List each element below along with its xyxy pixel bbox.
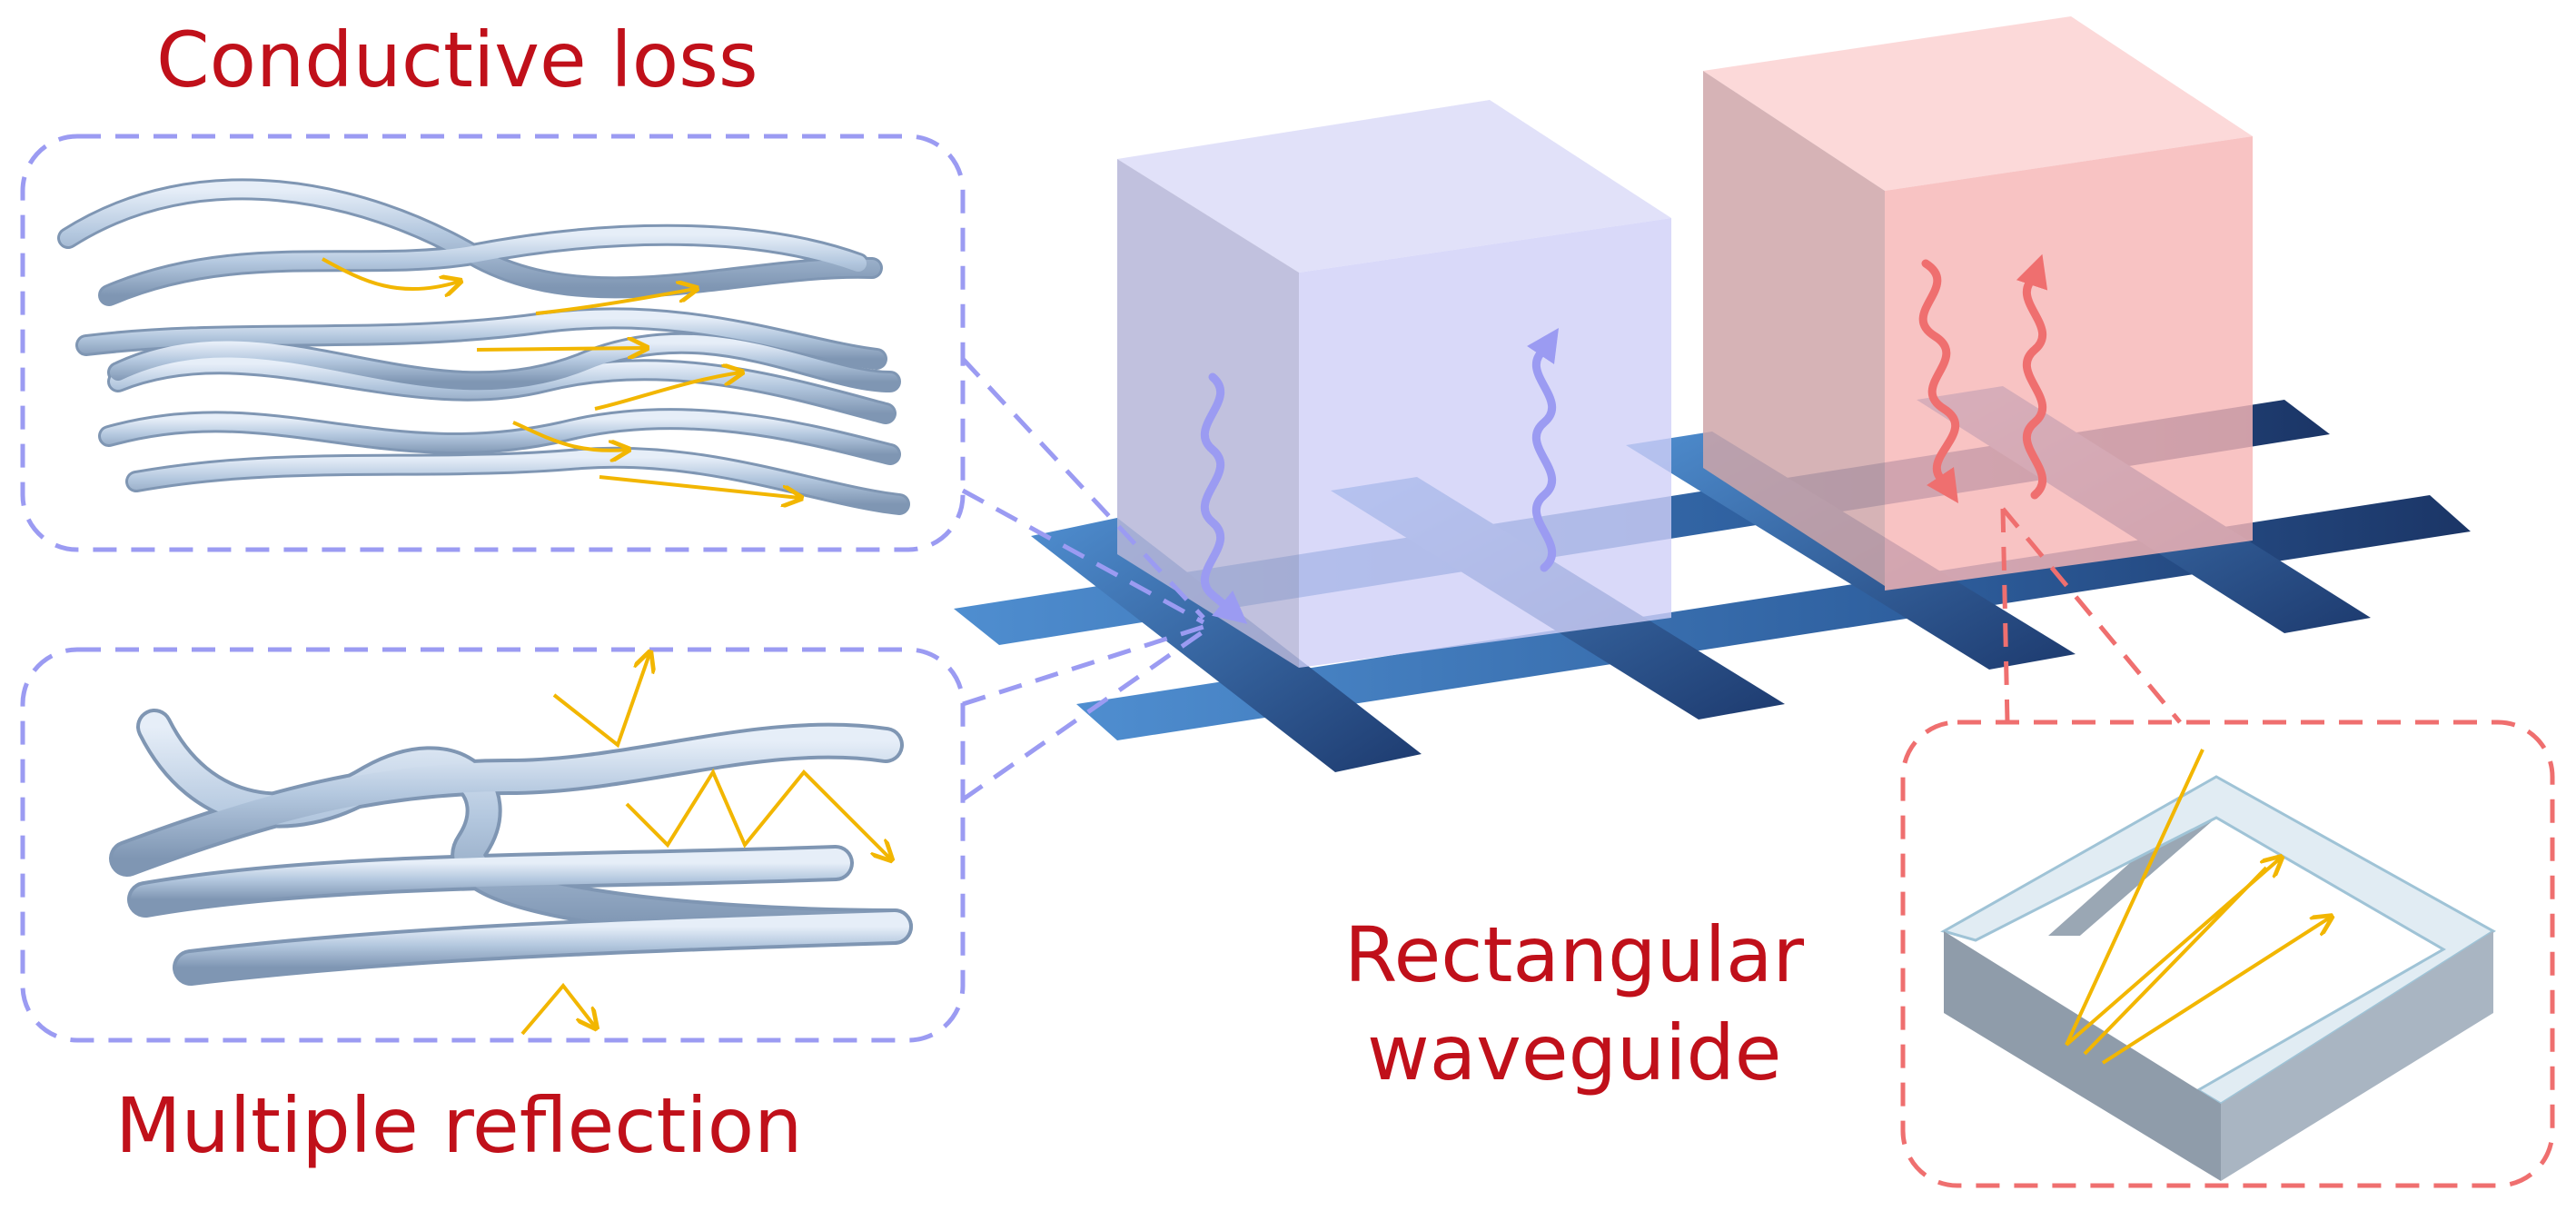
blue-wave-incident (1200, 372, 1248, 624)
conductive-loss-label: Conductive loss (156, 15, 758, 104)
red-cube-left (1703, 71, 1885, 586)
multiple-reflection-panel (20, 647, 966, 1043)
blue-waves (1200, 328, 1559, 624)
red-wave-outgoing (2016, 253, 2048, 500)
conductive-loss-panel (20, 134, 966, 552)
blue-wave-outgoing (1527, 328, 1559, 572)
conductive-current-arrows (322, 257, 799, 498)
blue-cube (1117, 100, 1671, 668)
waveguide-ray-arrows (2065, 749, 2330, 1065)
blue-cube-top (1117, 100, 1671, 273)
red-cube-top (1703, 16, 2253, 191)
red-cube-front (1885, 136, 2253, 591)
red-cube (1703, 16, 2253, 591)
waveguide-label: waveguide (1367, 1008, 1781, 1097)
red-waves (1918, 253, 2048, 503)
waveguide-panel (1900, 720, 2555, 1188)
multiple-reflection-label: Multiple reflection (115, 1081, 802, 1170)
strip-c1 (1031, 518, 1422, 772)
blue-callout-lines (961, 357, 1205, 802)
waveguide-outer-right (2221, 931, 2493, 1181)
rectangular-label: Rectangular (1344, 910, 1804, 999)
conductive-fibers (57, 178, 910, 515)
reflection-fibers (109, 709, 913, 986)
reflection-ray-arrows (520, 654, 890, 1036)
red-callout-lines (2000, 507, 2182, 724)
blue-cube-front (1299, 218, 1671, 668)
waveguide-floor (2080, 818, 2443, 1090)
waveguide-outer-left (1944, 931, 2221, 1181)
red-wave-incident (1918, 259, 1960, 503)
waveguide-box (1940, 749, 2496, 1181)
